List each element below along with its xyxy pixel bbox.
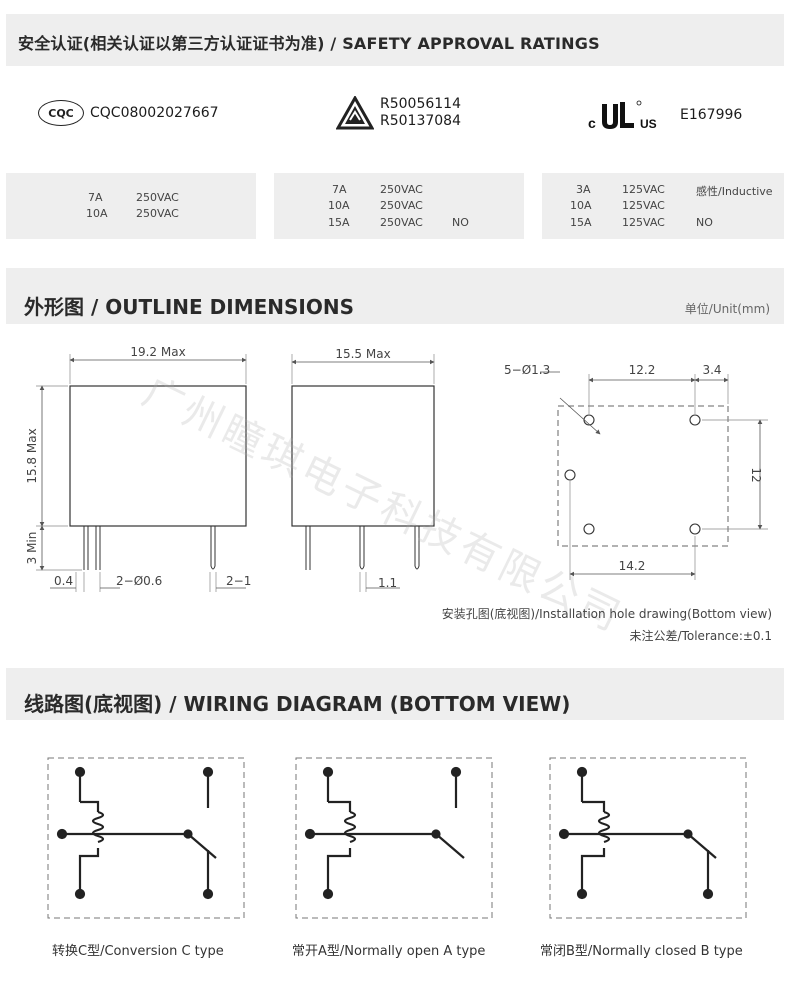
ul-cert: c US E167996	[588, 98, 742, 132]
dim-pins: 2−Ø0.6	[116, 574, 162, 588]
hole	[564, 469, 576, 481]
outline-drawing: 19.2 Max 15.8 Max 3 Min 0.4 2−Ø0.6 2−1 1…	[25, 345, 768, 592]
tuv-number-2: R50137084	[380, 113, 461, 129]
rating-box-ul: 3A 125VAC 感性/Inductive 10A 125VAC 15A 12…	[542, 173, 784, 239]
side-view-body	[69, 385, 247, 527]
dim-side-height: 15.8 Max	[25, 428, 39, 483]
rating-current: 10A	[328, 199, 350, 212]
dim-pin-spacing: 2−1	[226, 574, 251, 588]
rating-note: NO	[696, 216, 713, 229]
wiring-b-type	[549, 757, 747, 919]
rating-current: 3A	[576, 183, 591, 196]
rating-note: NO	[452, 216, 469, 229]
rating-row: 15A 125VAC NO	[570, 216, 713, 229]
front-view-body	[291, 385, 435, 527]
rating-voltage: 250VAC	[380, 199, 423, 212]
rating-row: 7A 250VAC	[332, 183, 452, 196]
rating-voltage: 125VAC	[622, 183, 665, 196]
dim-offset: 0.4	[54, 574, 73, 588]
caption-b-type: 常闭B型/Normally closed B type	[540, 944, 743, 959]
rating-voltage: 125VAC	[622, 199, 665, 212]
dim-front-width: 15.5 Max	[335, 347, 390, 361]
dim-pin-pitch: 1.1	[378, 576, 397, 590]
wiring-a-type	[295, 757, 493, 919]
unit-label: 单位/Unit(mm)	[684, 302, 770, 316]
rating-voltage: 250VAC	[380, 216, 423, 229]
hole	[583, 523, 595, 535]
rating-row: 7A 250VAC	[88, 191, 179, 204]
rating-current: 7A	[332, 183, 347, 196]
wiring-title: 线路图(底视图) / WIRING DIAGRAM (BOTTOM VIEW)	[24, 692, 571, 716]
rating-current: 10A	[570, 199, 592, 212]
cqc-logo-icon: CQC	[38, 100, 84, 126]
hole	[689, 523, 701, 535]
hole	[689, 414, 701, 426]
svg-text:c: c	[588, 115, 596, 131]
tuv-number-1: R50056114	[380, 96, 461, 112]
rating-current: 15A	[328, 216, 350, 229]
hole-caption: 安装孔图(底视图)/Installation hole drawing(Bott…	[441, 607, 772, 621]
safety-title: 安全认证(相关认证以第三方认证证书为准) / SAFETY APPROVAL R…	[18, 34, 600, 53]
rating-voltage: 250VAC	[380, 183, 423, 196]
cqc-cert: CQC CQC08002027667	[38, 100, 219, 126]
rating-row: 10A 125VAC	[570, 199, 696, 212]
outline-title: 外形图 / OUTLINE DIMENSIONS	[24, 295, 354, 319]
wiring-c-type	[47, 757, 245, 919]
tolerance-note: 未注公差/Tolerance:±0.1	[629, 629, 772, 643]
wiring-header-band	[6, 668, 784, 720]
cul-us-logo-icon: c US	[588, 100, 657, 131]
rating-row: 10A 250VAC	[86, 207, 179, 220]
rating-box-tuv: 7A 250VAC 10A 250VAC 15A 250VAC NO	[274, 173, 524, 239]
dim-holes: 5−Ø1.3	[504, 363, 550, 377]
rating-current: 10A	[86, 207, 108, 220]
rating-box-cqc: 7A 250VAC 10A 250VAC	[6, 173, 256, 239]
dim-bottom: 14.2	[619, 559, 646, 573]
rating-row: 3A 125VAC 感性/Inductive	[576, 183, 773, 199]
rating-voltage: 250VAC	[136, 207, 179, 220]
rating-current: 15A	[570, 216, 592, 229]
dim-side-width: 19.2 Max	[130, 345, 185, 359]
tuv-cert: R50056114 R50137084	[336, 96, 461, 130]
outline-header-band	[6, 268, 784, 324]
hole	[583, 414, 595, 426]
rating-row: 10A 250VAC	[328, 199, 452, 212]
triangle-mark-icon	[336, 96, 374, 130]
dim-side: 12	[749, 467, 763, 482]
wiring-diagrams	[47, 757, 747, 919]
svg-text:US: US	[640, 117, 657, 131]
cqc-number: CQC08002027667	[90, 104, 219, 121]
rating-current: 7A	[88, 191, 103, 204]
dim-top2: 3.4	[702, 363, 721, 377]
hole-drawing-frame	[557, 405, 729, 547]
rating-row: 15A 250VAC NO	[328, 216, 469, 229]
dim-top1: 12.2	[629, 363, 656, 377]
caption-c-type: 转换C型/Conversion C type	[52, 944, 224, 959]
safety-header-band	[6, 14, 784, 66]
ul-number: E167996	[680, 106, 743, 123]
caption-a-type: 常开A型/Normally open A type	[292, 944, 486, 959]
rating-note: 感性/Inductive	[696, 185, 773, 198]
rating-voltage: 125VAC	[622, 216, 665, 229]
rating-voltage: 250VAC	[136, 191, 179, 204]
dim-pin-length: 3 Min	[25, 532, 39, 565]
